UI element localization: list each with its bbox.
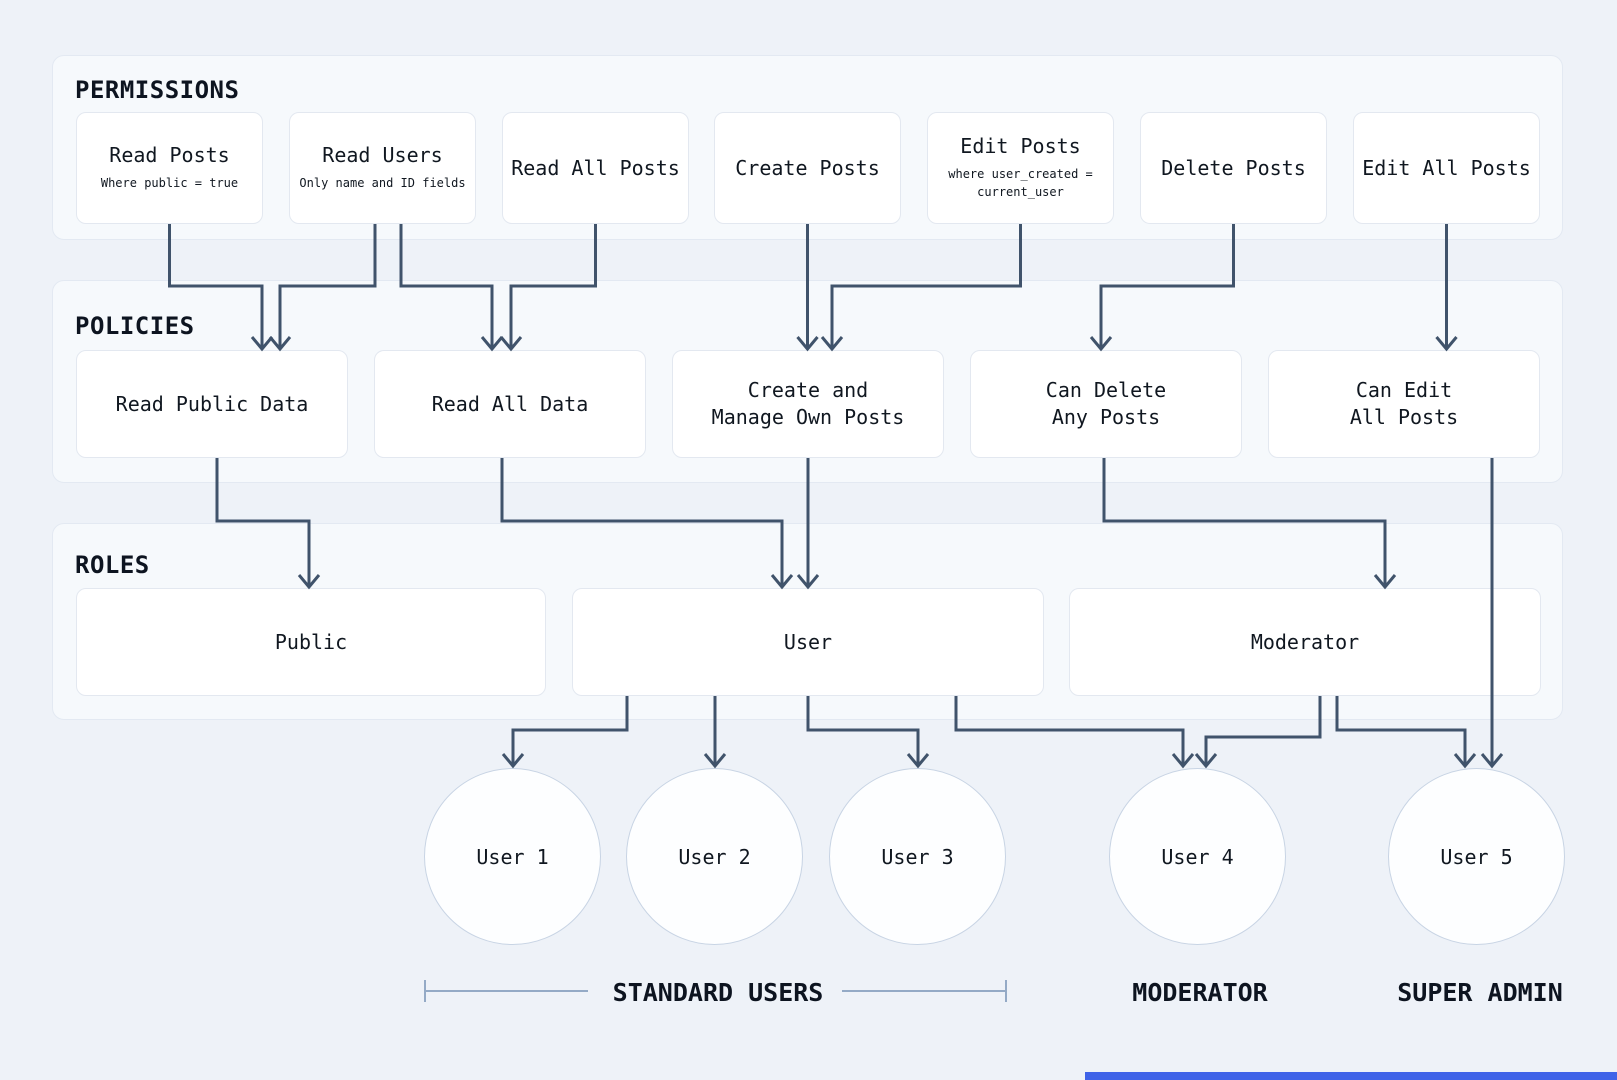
- moderator-group-label: MODERATOR: [1132, 978, 1268, 1007]
- policy-node-can-delete-any-posts: Can Delete Any Posts: [970, 350, 1242, 458]
- policy-node-can-edit-all-posts: Can Edit All Posts: [1268, 350, 1540, 458]
- user-circle-2: User 2: [626, 768, 803, 945]
- standard-users-bracket-right-tick: [1005, 980, 1007, 1002]
- permission-node-delete-posts: Delete Posts: [1140, 112, 1327, 224]
- permission-node-read-users: Read Users Only name and ID fields: [289, 112, 476, 224]
- permission-label: Read Users: [322, 142, 443, 167]
- policy-node-create-manage-own-posts: Create and Manage Own Posts: [672, 350, 944, 458]
- permission-label: Edit All Posts: [1362, 156, 1531, 180]
- policy-label: Can Delete: [1045, 378, 1167, 402]
- roles-title: ROLES: [75, 551, 150, 579]
- permission-node-read-posts: Read Posts Where public = true: [76, 112, 263, 224]
- super-admin-group-label: SUPER ADMIN: [1397, 978, 1563, 1007]
- policy-node-read-all-data: Read All Data: [374, 350, 646, 458]
- role-node-user: User: [572, 588, 1044, 696]
- policy-label-line2: Any Posts: [1051, 405, 1161, 429]
- standard-users-bracket-right-line: [842, 990, 1006, 992]
- permission-label: Create Posts: [735, 156, 880, 180]
- policy-label-line2: All Posts: [1349, 405, 1459, 429]
- bottom-accent-bar: [1085, 1072, 1617, 1080]
- policy-node-read-public-data: Read Public Data: [76, 350, 348, 458]
- role-label: User: [783, 630, 833, 654]
- permission-label: Read All Posts: [511, 156, 680, 180]
- policy-label: Read Public Data: [115, 391, 309, 416]
- permission-sublabel: where user_created = current_user: [948, 167, 1093, 199]
- policy-label-line2: Manage Own Posts: [711, 405, 905, 429]
- role-node-public: Public: [76, 588, 546, 696]
- user-circle-5: User 5: [1388, 768, 1565, 945]
- user-label: User 3: [881, 844, 954, 869]
- policy-label: Read All Data: [431, 391, 589, 416]
- role-label: Public: [274, 630, 348, 654]
- policy-label: Can Edit: [1355, 378, 1453, 402]
- user-label: User 1: [476, 844, 549, 869]
- policy-label: Create and: [747, 378, 869, 402]
- permission-node-create-posts: Create Posts: [714, 112, 901, 224]
- permissions-title: PERMISSIONS: [75, 76, 240, 104]
- permission-label: Edit Posts: [960, 134, 1081, 159]
- user-label: User 4: [1161, 844, 1234, 869]
- role-node-moderator: Moderator: [1069, 588, 1541, 696]
- permission-sublabel: Only name and ID fields: [299, 175, 466, 190]
- permission-label: Read Posts: [109, 142, 230, 167]
- user-label: User 5: [1440, 844, 1513, 869]
- permission-label: Delete Posts: [1161, 156, 1306, 180]
- permission-node-read-all-posts: Read All Posts: [502, 112, 689, 224]
- user-circle-3: User 3: [829, 768, 1006, 945]
- policies-title: POLICIES: [75, 312, 195, 340]
- user-circle-4: User 4: [1109, 768, 1286, 945]
- permission-node-edit-all-posts: Edit All Posts: [1353, 112, 1540, 224]
- role-label: Moderator: [1250, 630, 1360, 654]
- permission-sublabel: Where public = true: [100, 175, 239, 190]
- user-label: User 2: [678, 844, 751, 869]
- user-circle-1: User 1: [424, 768, 601, 945]
- permission-node-edit-posts: Edit Posts where user_created = current_…: [927, 112, 1114, 224]
- standard-users-bracket-left-line: [425, 990, 588, 992]
- standard-users-label: STANDARD USERS: [612, 978, 824, 1007]
